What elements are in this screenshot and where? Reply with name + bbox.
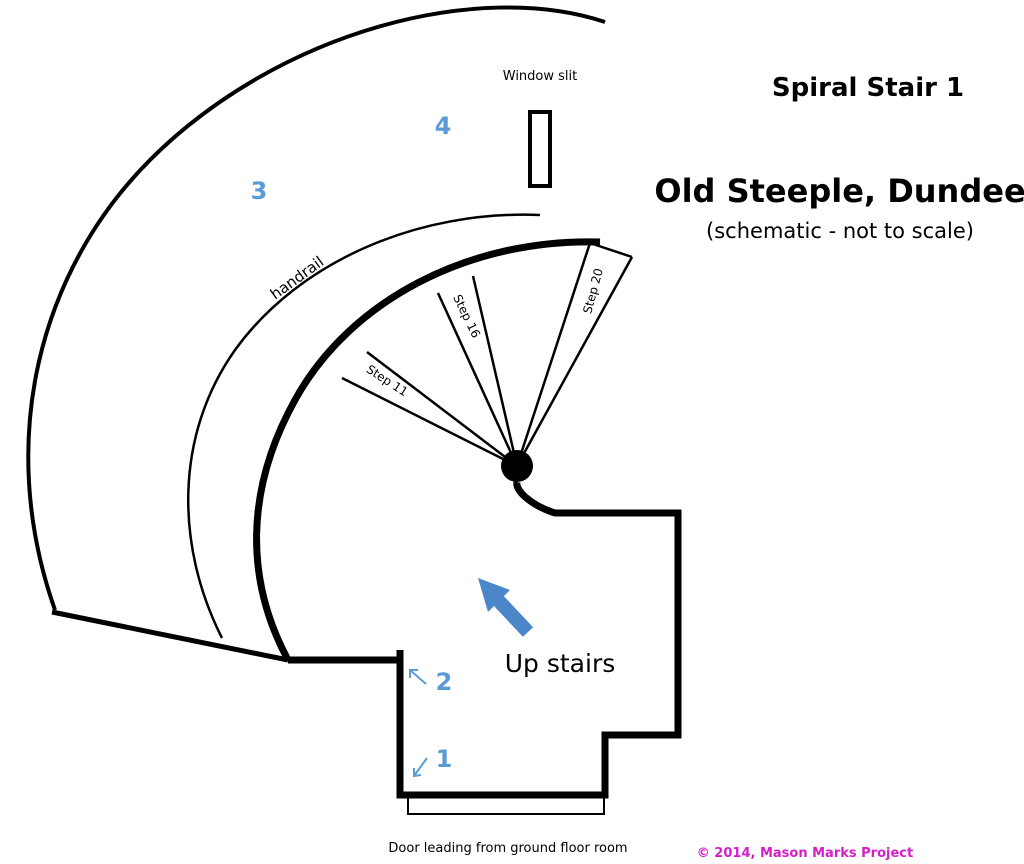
- diagram-subtitle: Old Steeple, Dundee: [654, 172, 1024, 210]
- window-label: Window slit: [503, 69, 577, 84]
- marker-arrow-1: [413, 757, 428, 778]
- up-arrow: [478, 578, 534, 637]
- marker-4: 4: [435, 112, 452, 140]
- copyright-label: © 2014, Mason Marks Project: [697, 846, 913, 861]
- door-label: Door leading from ground floor room: [388, 841, 627, 856]
- marker-arrow-2: [409, 669, 427, 685]
- floor-line: [51, 609, 289, 663]
- outer-wall: [26, 5, 606, 611]
- door: [407, 795, 605, 815]
- marker-3: 3: [251, 177, 268, 205]
- marker-2: 2: [436, 668, 453, 696]
- window-slit: [528, 110, 552, 188]
- step20-label: Step 20: [580, 267, 606, 315]
- marker-1: 1: [436, 745, 453, 773]
- up-stairs-label: Up stairs: [505, 649, 616, 678]
- diagram-caption: (schematic - not to scale): [706, 219, 974, 243]
- inner-wall: [253, 238, 601, 662]
- room-outline: [288, 481, 682, 799]
- handrail-label: handrail: [267, 253, 327, 304]
- step-lines: [341, 241, 634, 468]
- diagram-title: Spiral Stair 1: [772, 73, 964, 103]
- handrail-line: [187, 213, 541, 639]
